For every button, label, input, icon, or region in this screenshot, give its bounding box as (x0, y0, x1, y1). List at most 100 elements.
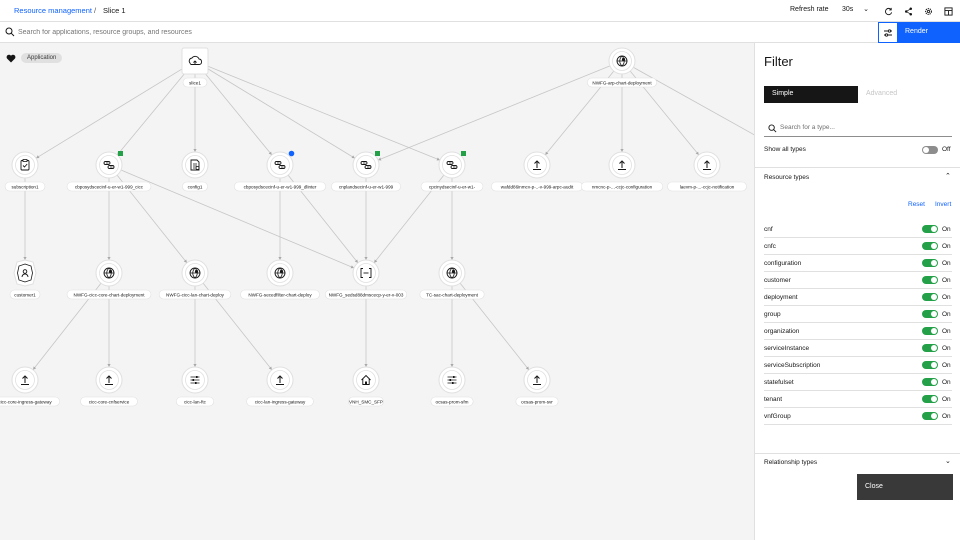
filter-toggle-button[interactable] (878, 22, 898, 43)
node-label: laevm-p-...-ccjc-notification (680, 184, 735, 189)
graph-node[interactable]: cbposydscecinf-u-er-w1-999_dlinter (234, 150, 326, 192)
graph-node[interactable]: cicc-core-cnfservice (80, 366, 138, 407)
refresh-icon[interactable] (881, 4, 895, 18)
resource-type-label: customer (764, 277, 791, 284)
resource-type-label: deployment (764, 294, 798, 301)
resource-type-toggle[interactable] (922, 310, 938, 318)
resource-type-toggle[interactable] (922, 276, 938, 284)
type-search-field[interactable]: Search for a type... (764, 120, 952, 137)
resource-type-toggle[interactable] (922, 327, 938, 335)
edge-arrowhead (374, 259, 378, 263)
chevron-up-icon[interactable]: ⌃ (945, 173, 951, 180)
resource-type-state: On (942, 379, 951, 386)
settings-icon[interactable] (921, 4, 935, 18)
edge-arrowhead (107, 257, 111, 260)
graph-node[interactable]: ocsas-prom-svr (515, 366, 559, 407)
graph-node[interactable]: cpcinydsecinf-u-er-w1- (420, 151, 484, 192)
resource-type-state: On (942, 243, 951, 250)
node-label-pill (182, 77, 208, 88)
render-button[interactable]: Render (898, 22, 960, 43)
resource-type-toggle[interactable] (922, 395, 938, 403)
graph-node[interactable]: subscription1 (4, 151, 46, 192)
graph-node[interactable]: NWFG_sedsd88dmscecp-y-er-v-003 (324, 259, 408, 300)
graph-node[interactable]: cnplandsecinf-u-er-w1-999 (331, 151, 401, 192)
upload-icon (276, 375, 284, 385)
node-label: NWFG-cicc-core-chart-deployment (74, 292, 146, 297)
resource-type-toggle[interactable] (922, 259, 938, 267)
resource-type-label: configuration (764, 260, 802, 267)
graph-node[interactable]: nmcnc-p-...-ccjc-configuration (580, 151, 664, 192)
type-search-placeholder: Search for a type... (780, 124, 835, 131)
node-shape-inner (15, 155, 35, 175)
filter-panel: Filter Simple Advanced Search for a type… (754, 43, 960, 540)
node-label: ocsas-prom-svr (521, 399, 553, 404)
graph-node[interactable]: NWFG-cicc-lan-chart-deploy (158, 259, 232, 300)
refresh-rate-dropdown[interactable]: 30s ⌄ (838, 4, 872, 18)
node-label-pill (240, 289, 320, 300)
share-icon[interactable] (901, 4, 915, 18)
graph-edge (377, 65, 611, 161)
reset-link[interactable]: Reset (908, 201, 925, 208)
node-label-pill (158, 289, 232, 300)
edge-arrowhead (545, 151, 549, 155)
chevron-down-icon[interactable]: ⌄ (945, 458, 951, 465)
chain-link-icon (446, 161, 458, 169)
breadcrumb-resource-management[interactable]: Resource management (14, 6, 92, 15)
application-tag[interactable]: Application (6, 53, 63, 63)
graph-node[interactable]: cbposydscecinf-u-er-w1-999_cicc (66, 151, 152, 192)
close-button[interactable]: Close (857, 474, 953, 500)
resource-type-toggle[interactable] (922, 344, 938, 352)
resource-type-toggle[interactable] (922, 225, 938, 233)
mode-advanced-button[interactable]: Advanced (858, 86, 952, 103)
node-label: customer1 (14, 292, 36, 297)
graph-node[interactable]: cicc-lan-ftc (175, 366, 215, 407)
invert-link[interactable]: Invert (935, 201, 952, 208)
edge-arrowhead (23, 257, 27, 260)
graph-node[interactable]: TC-sac-chart-deployment (419, 259, 485, 300)
chain-link-icon (103, 161, 115, 169)
search-input[interactable] (18, 25, 858, 40)
resource-types-title: Resource types (764, 174, 810, 181)
graph-node[interactable]: laevm-p-...-ccjc-notification (667, 151, 747, 192)
resource-type-toggle[interactable] (922, 293, 938, 301)
status-badge (461, 151, 466, 156)
node-label-pill (331, 181, 401, 192)
graph-node[interactable]: slice1 (181, 47, 209, 88)
topology-canvas[interactable]: Application slice1 NWFG-arp-chart-deploym… (0, 43, 754, 540)
clipboard-check-icon (20, 159, 30, 171)
node-label-pill (66, 289, 152, 300)
layout-icon[interactable] (941, 4, 955, 18)
graph-node[interactable]: NWFG-arp-chart-deployment (587, 47, 657, 88)
graph-node[interactable]: customer1 (9, 259, 41, 300)
graph-node[interactable]: VNH_SMC_SFP (348, 366, 384, 407)
resource-type-toggle[interactable] (922, 361, 938, 369)
topology-graph[interactable]: slice1 NWFG-arp-chart-deployment subscript… (0, 43, 754, 540)
resource-type-toggle[interactable] (922, 412, 938, 420)
edge-arrowhead (107, 364, 111, 367)
edge-arrowhead (450, 364, 454, 367)
graph-node[interactable]: cicc-lan-ingress-gateway (246, 366, 314, 407)
mode-simple-button[interactable]: Simple (764, 86, 858, 103)
graph-node[interactable]: ocsas-prom-sfm (430, 366, 474, 407)
resource-type-toggle[interactable] (922, 378, 938, 386)
graph-node[interactable]: NWFG-secedfilter-chart-deploy (240, 259, 320, 300)
resource-type-toggle[interactable] (922, 242, 938, 250)
graph-node[interactable]: NWFG-cicc-core-chart-deployment (66, 259, 152, 300)
chain-link-icon (274, 161, 286, 169)
graph-node[interactable]: config1 (181, 151, 209, 192)
node-label-pill (4, 181, 46, 192)
show-all-types-toggle[interactable] (922, 146, 938, 154)
upload-icon (533, 375, 541, 385)
graph-node[interactable]: cicc-core-ingress-gateway (0, 366, 60, 407)
resource-type-label: cnf (764, 226, 773, 233)
resource-type-state: On (942, 311, 951, 318)
node-label-pill (324, 289, 408, 300)
edge-arrowhead (278, 257, 282, 260)
graph-node[interactable]: wafdd86inmcv-p-..-v-999-arpc-audit (491, 151, 583, 192)
bracket-group-icon (360, 268, 372, 278)
relationship-types-title: Relationship types (764, 459, 818, 466)
divider (755, 167, 960, 168)
